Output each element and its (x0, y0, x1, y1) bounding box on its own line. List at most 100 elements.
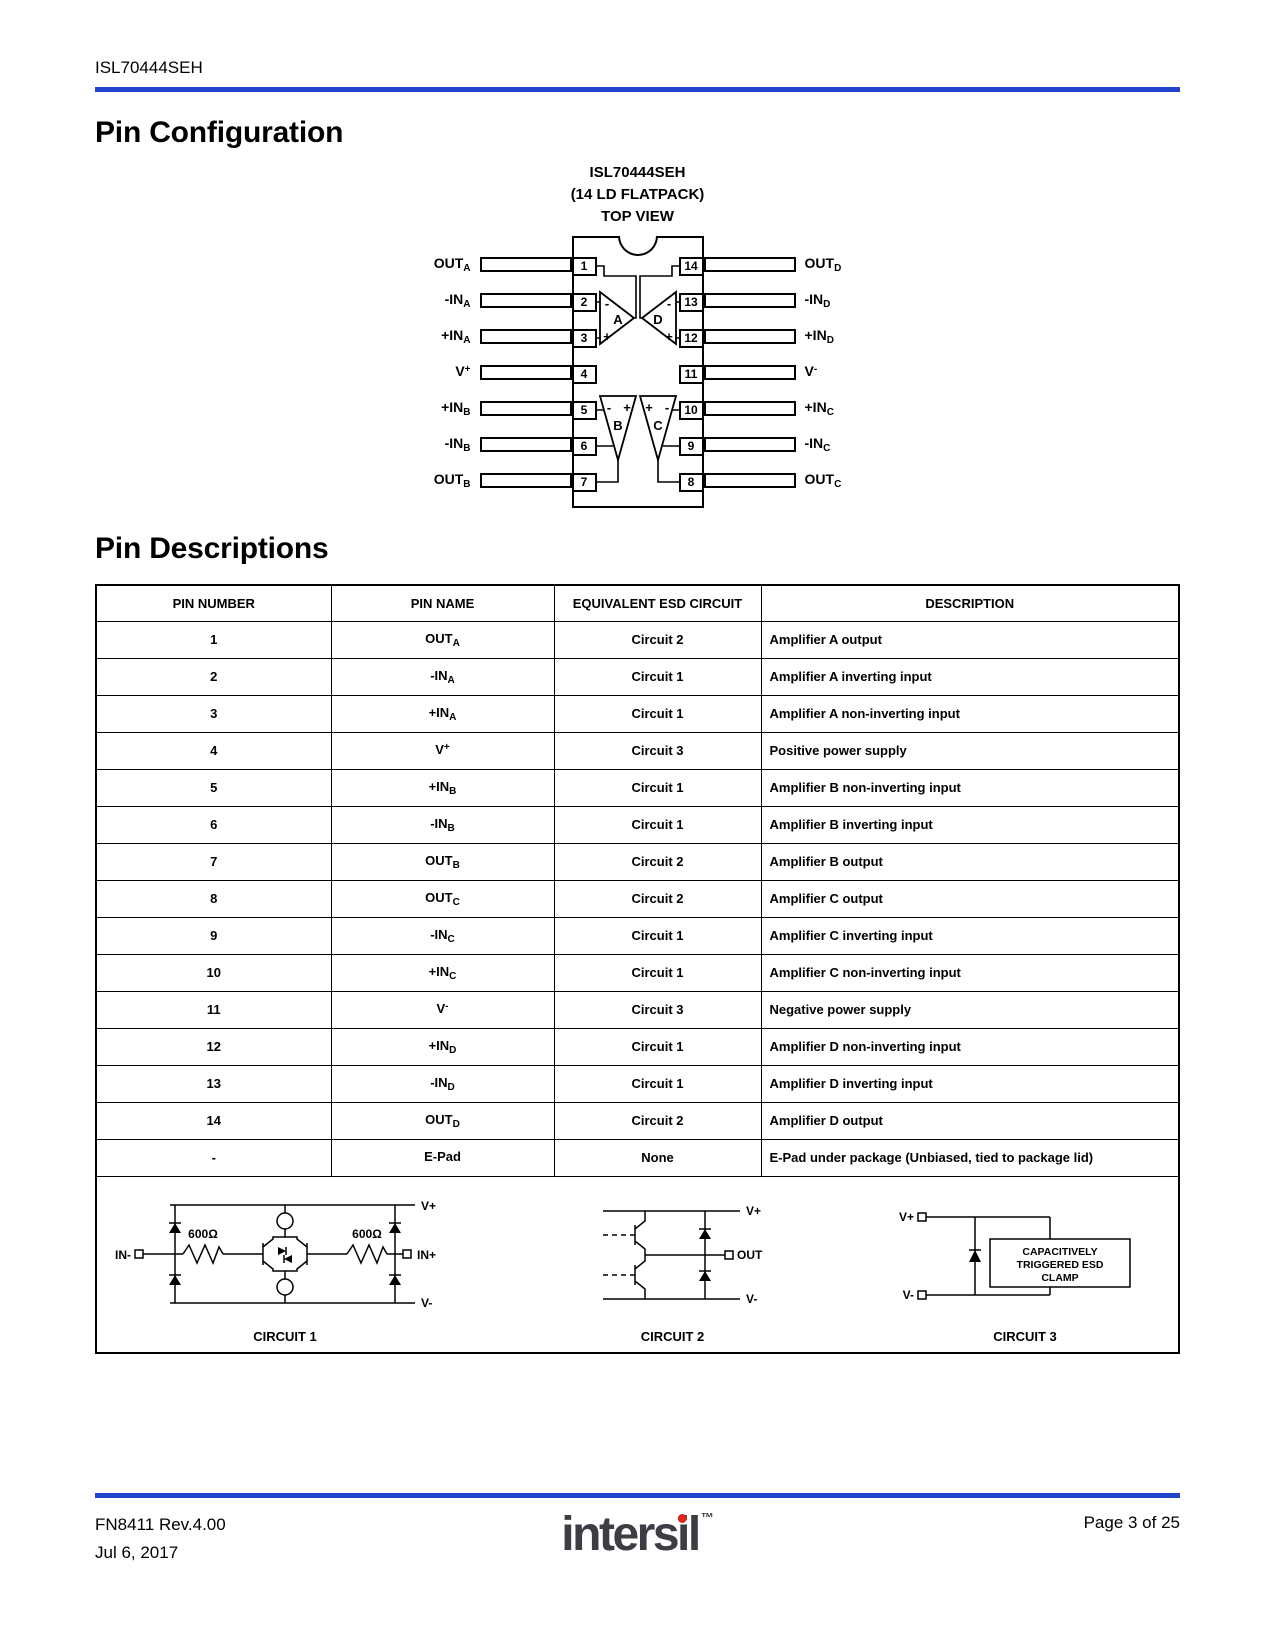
in-plus-terminal (402, 1248, 412, 1259)
pin-table-row: 14 OUTD Circuit 2 Amplifier D output (95, 1101, 1180, 1140)
pin-name-cell: +IND (330, 1027, 555, 1066)
pin-label-sub: A (463, 262, 471, 274)
pin-label-sub: B (463, 478, 471, 490)
pin-name-sup: + (443, 741, 450, 753)
amplifier-symbols: - + A - + D - + B + - C (596, 265, 679, 483)
pin-label-sub: A (463, 298, 471, 310)
pin-number-cell: 6 (95, 805, 332, 844)
pins-left-column: OUTA -INA +INA (366, 236, 572, 508)
description-cell: Amplifier C non-inverting input (760, 953, 1180, 992)
pin-name-main: E-Pad (424, 1148, 461, 1164)
in-plus-label: IN+ (417, 1248, 436, 1262)
esd-circuit-3-schematic: V+ V- CAPACITIVELY TRIGGERED ESD CLAMP (899, 1210, 1131, 1302)
esd-circuits-cell: IN- IN+ 600Ω 600Ω V+ V- CIRCUIT (95, 1175, 1180, 1353)
pin-number-box: 13 (678, 292, 704, 312)
pin-lead (703, 256, 796, 272)
section-title-pin-descriptions: Pin Descriptions (95, 532, 329, 565)
esd-circuit-cell: Circuit 1 (553, 768, 762, 807)
pin-number-cell: 3 (95, 694, 332, 733)
footer-rule (95, 1493, 1180, 1498)
pin-table-row: 12 +IND Circuit 1 Amplifier D non-invert… (95, 1027, 1180, 1066)
pin-number-box: 9 (678, 436, 704, 456)
pin-label-main: +IN (441, 398, 464, 415)
pin-label: OUTC (805, 471, 842, 490)
pin-name-cell: +INC (330, 953, 555, 992)
v-minus-terminal (917, 1289, 927, 1300)
pin-name-main: OUT (425, 889, 453, 905)
pin-table-row: 4 V+ Circuit 3 Positive power supply (95, 731, 1180, 770)
pin-name-sub: A (449, 711, 457, 723)
pin-name-main: OUT (425, 630, 453, 646)
amp-triangles (598, 290, 677, 464)
description-cell: Amplifier C output (760, 879, 1180, 918)
pin-name-sub: D (447, 1081, 455, 1093)
esd-circuit-cell: Circuit 1 (553, 657, 762, 696)
description-cell: Amplifier A inverting input (760, 657, 1180, 696)
pins-right-column: OUTD -IND +IND (703, 236, 910, 508)
pin-name-sub: A (447, 674, 455, 686)
pin-name-main: +IN (428, 778, 450, 794)
header-pin-name: PIN NAME (330, 584, 555, 622)
out-label: OUT (737, 1248, 763, 1262)
esd-circuit-cell: Circuit 2 (553, 879, 762, 918)
page-number: Page 3 of 25 (1083, 1513, 1180, 1532)
pin-label-main: -IN (804, 290, 824, 307)
esd-circuit-cell: Circuit 3 (553, 990, 762, 1029)
pin-name-sub: B (449, 785, 457, 797)
pin-table-row: 1 OUTA Circuit 2 Amplifier A output (95, 620, 1180, 659)
amp-d-label: D (653, 312, 662, 327)
pin-row: OUTD (703, 246, 910, 282)
pin-name-cell: OUTA (330, 620, 555, 659)
description-cell: Amplifier A non-inverting input (760, 694, 1180, 733)
doc-date: Jul 6, 2017 (95, 1543, 179, 1562)
pin-descriptions-section: Pin Descriptions PIN NUMBER PIN NAME EQU… (95, 532, 1180, 1354)
pin-table-row: 13 -IND Circuit 1 Amplifier D inverting … (95, 1064, 1180, 1103)
pin-name-cell: E-Pad (330, 1138, 555, 1177)
pin-row: -INB (366, 426, 572, 462)
pin-label: OUTB (434, 471, 471, 490)
pin-label: -INB (445, 435, 471, 454)
esd-circuit-cell: Circuit 3 (553, 731, 762, 770)
in-minus-terminal (134, 1248, 144, 1259)
esd-circuit-cell: Circuit 1 (553, 694, 762, 733)
pin-row: V+ (366, 354, 572, 390)
pin-table-body: 1 OUTA Circuit 2 Amplifier A output 2 -I… (95, 620, 1180, 1177)
pin-label-sub: D (823, 298, 831, 310)
pin-label-sub: C (826, 406, 834, 418)
pin-number-box: 14 (678, 256, 704, 276)
section-title-pin-configuration: Pin Configuration (95, 116, 344, 149)
esd-circuit-cell: Circuit 1 (553, 1064, 762, 1103)
pin-label-sub: B (463, 442, 471, 454)
pin-table-row: 5 +INB Circuit 1 Amplifier B non-inverti… (95, 768, 1180, 807)
pin-name-cell: -IND (330, 1064, 555, 1103)
pin-name-cell: -INC (330, 916, 555, 955)
pin-name-cell: -INA (330, 657, 555, 696)
pin-label: V- (805, 363, 818, 382)
pin-row: -INC (703, 426, 910, 462)
pin-name-cell: OUTD (330, 1101, 555, 1140)
pin-name-sub: D (452, 1118, 460, 1130)
pin-label-main: -IN (444, 434, 464, 451)
pin-number-box: 8 (678, 472, 704, 492)
pin-name-main: OUT (425, 852, 453, 868)
pin-name-cell: OUTB (330, 842, 555, 881)
esd-circuit-cell: Circuit 1 (553, 805, 762, 844)
esd-circuit-3-label: CIRCUIT 3 (993, 1328, 1057, 1344)
pin-name-main: V (435, 741, 444, 757)
esd-circuit-cell: Circuit 1 (553, 953, 762, 992)
header-rule (95, 87, 1180, 92)
pin-number-cell: 1 (95, 620, 332, 659)
pin-number-cell: 12 (95, 1027, 332, 1066)
pin-number-cell: 14 (95, 1101, 332, 1140)
pin-number-cell: - (95, 1138, 332, 1177)
pin-number-cell: 2 (95, 657, 332, 696)
esd-circuit-3: V+ V- CAPACITIVELY TRIGGERED ESD CLAMP (890, 1191, 1160, 1344)
pin-name-sub: A (452, 637, 460, 649)
esd-circuit-1-schematic: IN- IN+ 600Ω 600Ω V+ V- (115, 1199, 436, 1310)
doc-number: FN8411 Rev.4.00 (95, 1515, 226, 1534)
pin-lead (703, 292, 796, 308)
resistor-left-label: 600Ω (188, 1227, 218, 1241)
pin-number-cell: 7 (95, 842, 332, 881)
